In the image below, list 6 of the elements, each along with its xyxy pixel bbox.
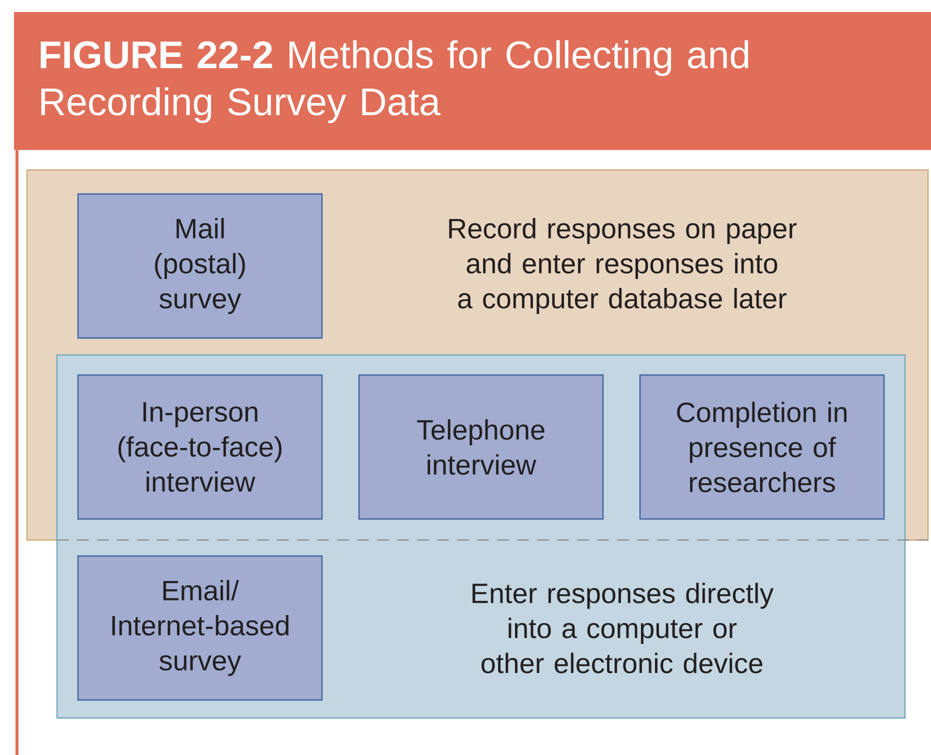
method-box: Mail (postal) survey (77, 193, 323, 339)
title-banner: FIGURE 22-2 Methods for Collecting and Recording Survey Data (14, 12, 931, 150)
method-box: In-person (face-to-face) interview (77, 374, 323, 520)
method-box: Completion in presence of researchers (639, 374, 885, 520)
method-box: Email/ Internet-based survey (77, 555, 323, 701)
method-box: Telephone interview (358, 374, 604, 520)
